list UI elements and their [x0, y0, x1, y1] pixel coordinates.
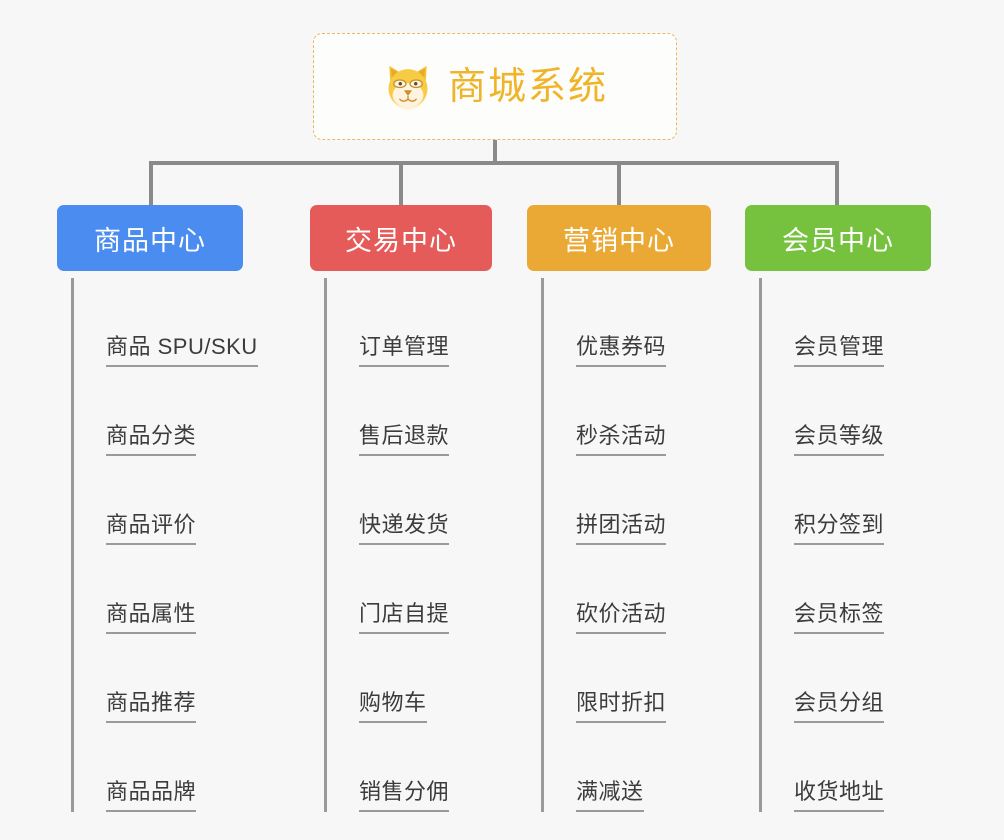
list-item[interactable]: 商品品牌	[74, 723, 243, 812]
connector-bus	[149, 161, 839, 165]
list-item[interactable]: 会员标签	[762, 545, 931, 634]
list-item-label: 秒杀活动	[576, 422, 667, 456]
list-item-label: 销售分佣	[359, 778, 450, 812]
connector-stem	[493, 140, 497, 164]
list-item[interactable]: 销售分佣	[327, 723, 492, 812]
branch-items-member: 会员管理 会员等级 积分签到 会员标签 会员分组 收货地址	[759, 278, 931, 812]
list-item-label: 限时折扣	[576, 689, 667, 723]
connector-drop-1	[149, 161, 153, 205]
list-item[interactable]: 会员分组	[762, 634, 931, 723]
list-item[interactable]: 购物车	[327, 634, 492, 723]
branch-header-label: 商品中心	[94, 225, 206, 256]
branch-items-trade: 订单管理 售后退款 快递发货 门店自提 购物车 销售分佣	[324, 278, 492, 812]
branch-column-marketing: 营销中心 优惠券码 秒杀活动 拼团活动 砍价活动 限时折扣 满减送	[527, 205, 711, 812]
list-item-label: 商品 SPU/SKU	[106, 333, 258, 367]
list-item[interactable]: 优惠券码	[544, 278, 711, 367]
list-item[interactable]: 商品分类	[74, 367, 243, 456]
branch-header-member[interactable]: 会员中心	[745, 205, 931, 271]
list-item[interactable]: 秒杀活动	[544, 367, 711, 456]
root-node[interactable]: 商城系统	[313, 33, 677, 140]
shiba-dog-icon	[388, 65, 428, 110]
list-item[interactable]: 售后退款	[327, 367, 492, 456]
list-item[interactable]: 会员管理	[762, 278, 931, 367]
list-item[interactable]: 砍价活动	[544, 545, 711, 634]
branch-column-member: 会员中心 会员管理 会员等级 积分签到 会员标签 会员分组 收货地址	[745, 205, 931, 812]
branch-column-trade: 交易中心 订单管理 售后退款 快递发货 门店自提 购物车 销售分佣	[310, 205, 492, 812]
list-item[interactable]: 收货地址	[762, 723, 931, 812]
list-item-label: 购物车	[359, 689, 427, 723]
list-item[interactable]: 商品 SPU/SKU	[74, 278, 258, 367]
list-item[interactable]: 商品推荐	[74, 634, 243, 723]
list-item-label: 商品品牌	[106, 778, 197, 812]
list-item[interactable]: 快递发货	[327, 456, 492, 545]
list-item-label: 商品推荐	[106, 689, 197, 723]
list-item[interactable]: 满减送	[544, 723, 711, 812]
list-item[interactable]: 商品评价	[74, 456, 243, 545]
list-item-label: 积分签到	[794, 511, 885, 545]
branch-column-product: 商品中心 商品 SPU/SKU 商品分类 商品评价 商品属性 商品推荐 商品品牌	[57, 205, 258, 812]
list-item-label: 商品评价	[106, 511, 197, 545]
list-item[interactable]: 积分签到	[762, 456, 931, 545]
list-item-label: 优惠券码	[576, 333, 667, 367]
list-item-label: 砍价活动	[576, 600, 667, 634]
connector-drop-3	[617, 161, 621, 205]
list-item-label: 会员管理	[794, 333, 885, 367]
branch-header-product[interactable]: 商品中心	[57, 205, 243, 271]
list-item-label: 商品属性	[106, 600, 197, 634]
list-item[interactable]: 限时折扣	[544, 634, 711, 723]
list-item[interactable]: 拼团活动	[544, 456, 711, 545]
list-item-label: 会员等级	[794, 422, 885, 456]
list-item-label: 满减送	[576, 778, 644, 812]
connector-drop-4	[835, 161, 839, 205]
branch-header-marketing[interactable]: 营销中心	[527, 205, 711, 271]
list-item[interactable]: 商品属性	[74, 545, 243, 634]
list-item-label: 收货地址	[794, 778, 885, 812]
list-item-label: 会员分组	[794, 689, 885, 723]
branch-header-label: 营销中心	[563, 225, 675, 256]
branch-items-product: 商品 SPU/SKU 商品分类 商品评价 商品属性 商品推荐 商品品牌	[71, 278, 258, 812]
list-item-label: 门店自提	[359, 600, 450, 634]
list-item-label: 订单管理	[359, 333, 450, 367]
list-item[interactable]: 订单管理	[327, 278, 492, 367]
list-item-label: 拼团活动	[576, 511, 667, 545]
connector-drop-2	[399, 161, 403, 205]
list-item-label: 售后退款	[359, 422, 450, 456]
list-item-label: 会员标签	[794, 600, 885, 634]
branch-header-label: 交易中心	[345, 225, 457, 256]
list-item[interactable]: 会员等级	[762, 367, 931, 456]
list-item-label: 商品分类	[106, 422, 197, 456]
branch-header-label: 会员中心	[782, 225, 894, 256]
branch-items-marketing: 优惠券码 秒杀活动 拼团活动 砍价活动 限时折扣 满减送	[541, 278, 711, 812]
branch-header-trade[interactable]: 交易中心	[310, 205, 492, 271]
list-item-label: 快递发货	[359, 511, 450, 545]
root-title: 商城系统	[447, 65, 608, 108]
list-item[interactable]: 门店自提	[327, 545, 492, 634]
